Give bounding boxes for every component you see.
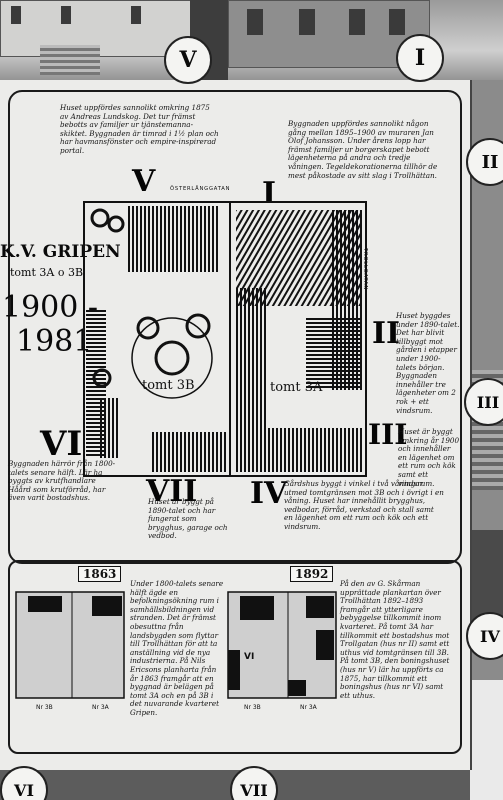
building-vii xyxy=(150,432,228,472)
map-1863-lbl-3b: Nr 3B xyxy=(36,704,53,711)
map-1892 xyxy=(227,591,337,699)
label-iv: IV xyxy=(250,476,288,511)
badge-iii: III xyxy=(464,378,503,426)
lot-3b-label: tomt 3B xyxy=(142,378,195,393)
map-1892-lbl-3b: Nr 3B xyxy=(244,704,261,711)
note-map-1892: På den av G. Skårman upprättade plankart… xyxy=(340,579,450,700)
sign-lower-frame xyxy=(8,560,462,754)
years-end: 1981 xyxy=(16,324,93,359)
badge-vii: VII xyxy=(230,766,278,800)
label-vi: VI xyxy=(40,424,83,464)
badge-ii: II xyxy=(466,138,503,186)
years-start: 1900 - xyxy=(2,290,99,325)
note-house-iii: Huset är byggt omkring år 1900 och inneh… xyxy=(398,427,460,488)
building-iii xyxy=(266,428,362,472)
building-v xyxy=(128,206,220,272)
title-tomt: tomt 3A o 3B xyxy=(10,266,84,279)
label-ii: II xyxy=(372,316,401,351)
badge-i: I xyxy=(396,34,444,82)
badge-v: V xyxy=(164,36,212,84)
brick-house xyxy=(228,0,430,68)
steps xyxy=(40,45,100,75)
lot-3a-label: tomt 3A xyxy=(270,380,323,395)
year-1892: 1892 xyxy=(290,566,334,582)
note-house-iv: Gårdshus byggt i vinkel i två våningar u… xyxy=(284,479,444,531)
label-iii: III xyxy=(368,418,408,451)
map-1863 xyxy=(15,591,125,699)
note-house-i: Byggnaden uppfördes sannolikt någon gång… xyxy=(288,119,438,180)
history-sign: Huset uppfördes sannolikt omkring 1875 a… xyxy=(0,80,472,770)
note-house-ii: Huset byggdes under 1890-talet. Det har … xyxy=(396,311,460,415)
badge-iv: IV xyxy=(466,612,503,660)
badge-vi: VI xyxy=(0,766,48,800)
note-history: Under 1800-talets senare hälft ägde en b… xyxy=(130,579,224,717)
right-photo-strip xyxy=(470,80,503,800)
year-1863: 1863 xyxy=(78,566,122,582)
map-1892-vi: VI xyxy=(244,652,255,662)
sign-upper-frame xyxy=(8,90,462,564)
note-house-vii: Huset är byggt på 1890-talet och har fun… xyxy=(148,497,228,541)
label-v: V xyxy=(132,164,156,199)
map-1863-lbl-3a: Nr 3A xyxy=(92,704,109,711)
building-iv xyxy=(236,288,266,472)
label-vii: VII xyxy=(146,474,198,509)
site-plan xyxy=(83,201,367,477)
map-1892-lbl-3a: Nr 3A xyxy=(300,704,317,711)
street-osterlanggatan: ÖSTERLÅNGGATAN xyxy=(170,186,231,192)
note-house-vi: Byggnaden härrör från 1800-talets senare… xyxy=(8,459,116,503)
note-house-v: Huset uppfördes sannolikt omkring 1875 a… xyxy=(60,103,219,155)
title-kv-gripen: K.V. GRIPEN xyxy=(0,242,121,262)
